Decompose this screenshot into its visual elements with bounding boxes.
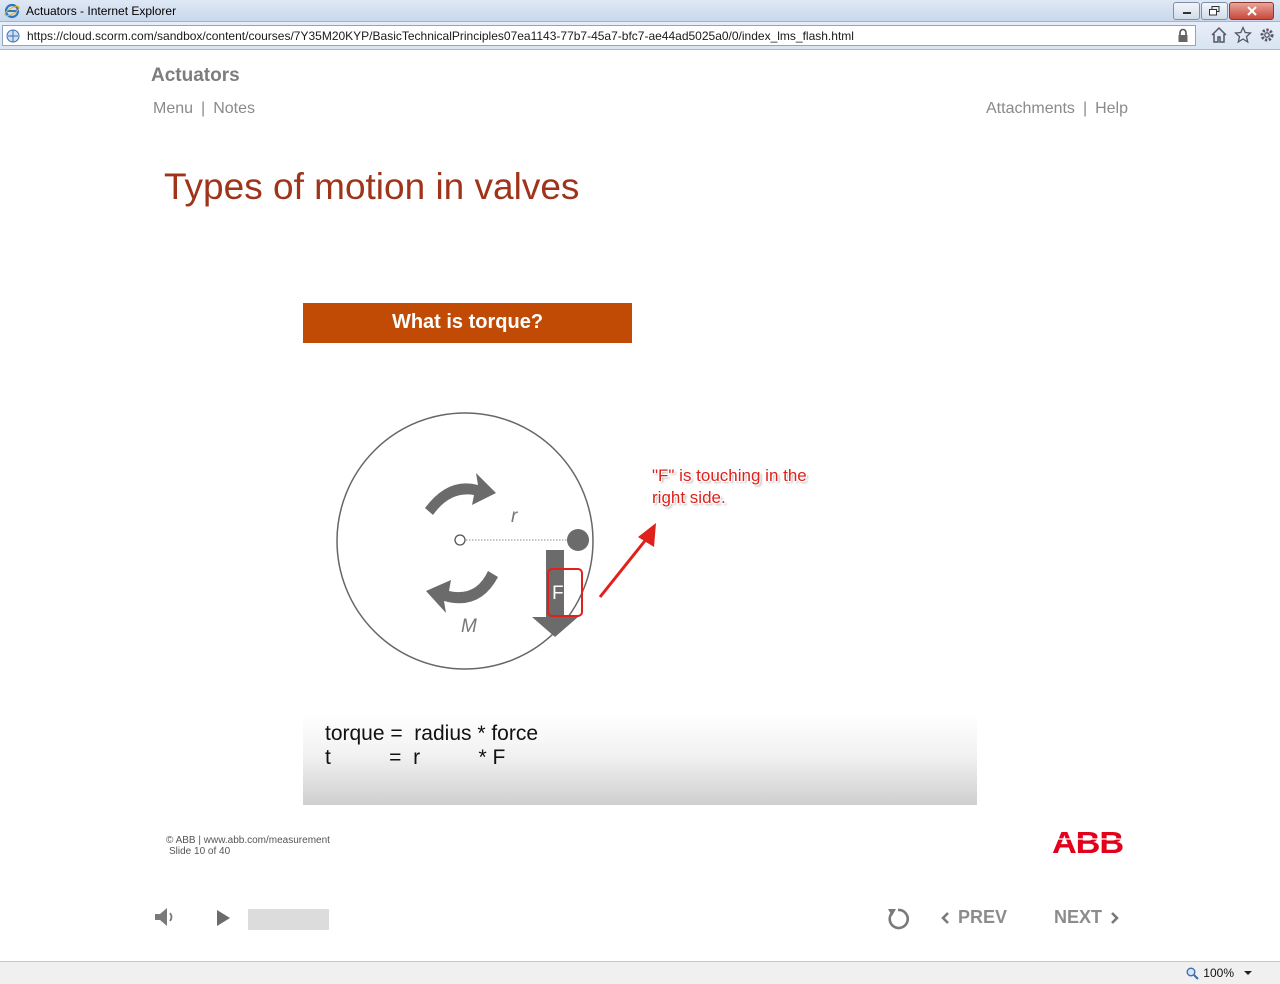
- progress-bar[interactable]: [248, 909, 329, 930]
- notes-link[interactable]: Notes: [213, 100, 255, 117]
- torque-banner: What is torque?: [303, 303, 632, 343]
- radius-label: r: [511, 506, 518, 527]
- zoom-control[interactable]: 100%: [1186, 966, 1258, 980]
- course-title: Actuators: [151, 65, 240, 86]
- status-bar: 100%: [0, 961, 1280, 984]
- restore-button[interactable]: [1201, 2, 1228, 20]
- annotation-line: right side.: [652, 488, 726, 507]
- address-row: https://cloud.scorm.com/sandbox/content/…: [0, 22, 1280, 50]
- chevron-down-icon: [1244, 971, 1252, 975]
- chevron-right-icon: [1111, 911, 1119, 924]
- moment-label: M: [461, 616, 477, 637]
- prev-button[interactable]: PREV: [940, 907, 1007, 928]
- attachments-link[interactable]: Attachments: [986, 100, 1075, 117]
- formula-box: torque = radius * force t = r * F: [303, 713, 977, 805]
- chevron-left-icon: [941, 911, 949, 924]
- nav-right: Attachments | Help: [986, 100, 1128, 118]
- force-label: F: [552, 583, 564, 604]
- favorites-star-icon[interactable]: [1234, 26, 1252, 44]
- restore-icon: [1209, 6, 1220, 16]
- force-point: [567, 529, 589, 551]
- home-icon[interactable]: [1210, 26, 1228, 44]
- annotation-note: "F" is touching in the right side.: [652, 465, 807, 509]
- wheel-circle: [336, 412, 594, 670]
- lock-icon[interactable]: [1177, 28, 1189, 43]
- formula-line-1: torque = radius * force: [325, 722, 539, 745]
- center-point: [454, 534, 466, 546]
- close-icon: [1246, 6, 1257, 16]
- zoom-icon: [1186, 967, 1200, 980]
- window-title: Actuators - Internet Explorer: [26, 4, 177, 18]
- abb-logo: ABB: [1052, 826, 1124, 856]
- nav-separator: |: [1082, 100, 1088, 117]
- title-bar: Actuators - Internet Explorer: [0, 0, 1280, 22]
- slide-title: Types of motion in valves: [164, 166, 580, 207]
- url-text: https://cloud.scorm.com/sandbox/content/…: [27, 29, 854, 43]
- replay-icon[interactable]: [884, 905, 912, 933]
- slide-counter: Slide 10 of 40: [169, 846, 231, 857]
- help-link[interactable]: Help: [1095, 100, 1128, 117]
- rotation-arrow-upper-icon: [425, 473, 496, 515]
- address-bar[interactable]: https://cloud.scorm.com/sandbox/content/…: [2, 25, 1196, 46]
- force-highlight-box: [547, 568, 583, 617]
- internet-explorer-icon: [4, 3, 20, 19]
- minimize-icon: [1182, 12, 1191, 14]
- close-button[interactable]: [1229, 2, 1274, 20]
- gear-icon[interactable]: [1258, 26, 1276, 44]
- svg-text:ABB: ABB: [1052, 826, 1123, 856]
- force-arrow-icon: [532, 550, 578, 637]
- torque-diagram: r M F: [336, 412, 594, 670]
- play-icon[interactable]: [212, 907, 234, 929]
- nav-separator: |: [201, 100, 206, 117]
- site-globe-icon: [6, 29, 20, 43]
- rotation-arrow-lower-icon: [426, 571, 498, 613]
- minimize-button[interactable]: [1173, 2, 1200, 20]
- nav-left: Menu | Notes: [153, 100, 255, 118]
- annotation-line: "F" is touching in the: [652, 466, 807, 485]
- next-button[interactable]: NEXT: [1054, 907, 1120, 928]
- formula-line-2: t = r * F: [325, 746, 506, 769]
- prev-label: PREV: [958, 907, 1008, 927]
- copyright-text: © ABB | www.abb.com/measurement: [166, 835, 330, 846]
- next-label: NEXT: [1054, 907, 1103, 927]
- menu-link[interactable]: Menu: [153, 100, 194, 117]
- zoom-level: 100%: [1203, 966, 1234, 980]
- annotation-arrow-icon: [598, 523, 656, 598]
- slide-footer: © ABB | www.abb.com/measurement Slide 10…: [166, 835, 330, 857]
- volume-icon[interactable]: [152, 905, 178, 929]
